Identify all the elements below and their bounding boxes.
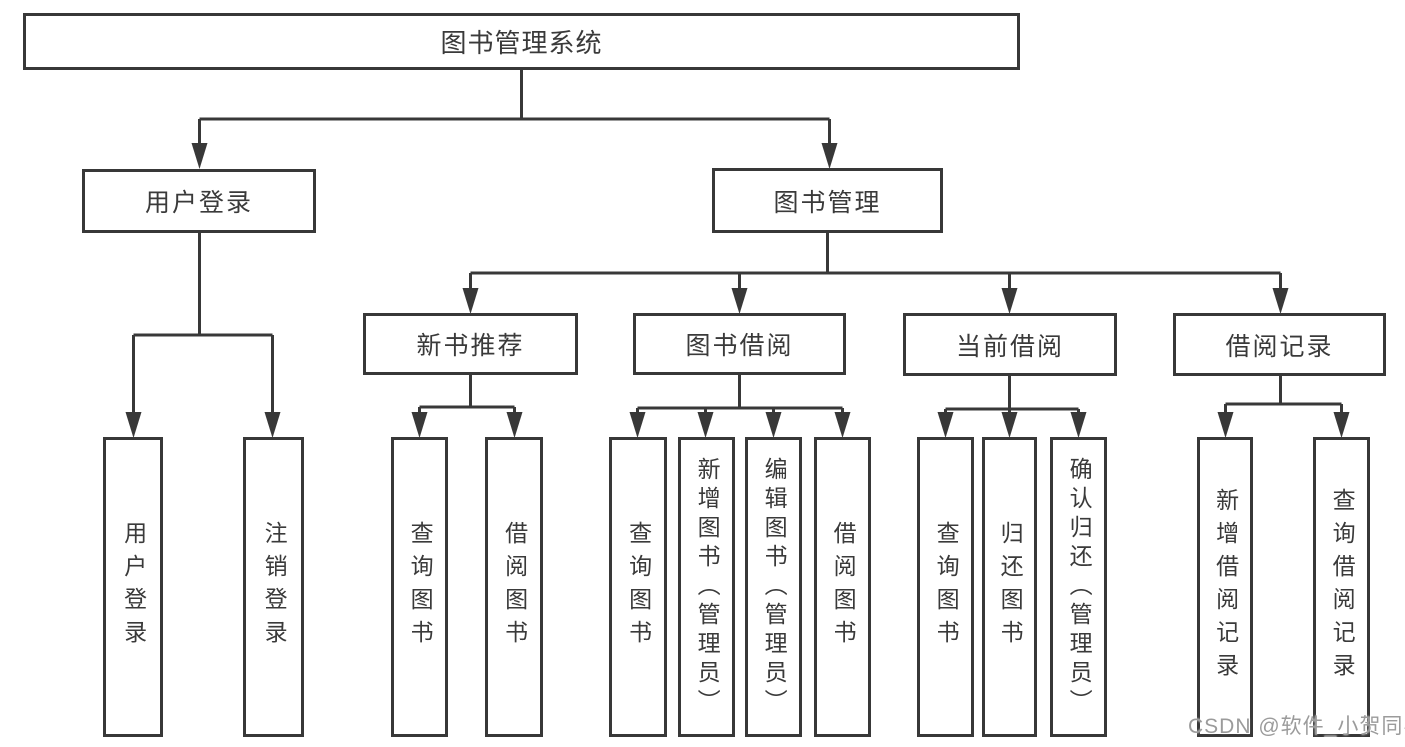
leaf-recommend-query-book: 查询图书 bbox=[391, 437, 448, 737]
leaf-borrow-add-book-admin: 新增图书（管理员） bbox=[678, 437, 735, 737]
leaf-user-login: 用户登录 bbox=[103, 437, 163, 737]
node-book-management: 图书管理 bbox=[712, 168, 943, 233]
node-new-book-recommend: 新书推荐 bbox=[363, 313, 578, 375]
leaf-record-query-borrow-record: 查询借阅记录 bbox=[1313, 437, 1370, 737]
leaf-recommend-borrow-book: 借阅图书 bbox=[485, 437, 543, 737]
node-user-login: 用户登录 bbox=[82, 169, 316, 233]
leaf-current-return-book: 归还图书 bbox=[982, 437, 1037, 737]
leaf-borrow-query-book: 查询图书 bbox=[609, 437, 667, 737]
leaf-borrow-borrow-book: 借阅图书 bbox=[814, 437, 871, 737]
node-current-borrow: 当前借阅 bbox=[903, 313, 1117, 376]
leaf-record-add-borrow-record: 新增借阅记录 bbox=[1197, 437, 1253, 737]
watermark-text: CSDN @软件_小贺同学 bbox=[1188, 715, 1405, 738]
node-book-borrow: 图书借阅 bbox=[633, 313, 846, 375]
node-root: 图书管理系统 bbox=[23, 13, 1020, 70]
leaf-borrow-edit-book-admin: 编辑图书（管理员） bbox=[745, 437, 802, 737]
leaf-current-confirm-return-admin: 确认归还（管理员） bbox=[1050, 437, 1107, 737]
node-borrow-record: 借阅记录 bbox=[1173, 313, 1386, 376]
leaf-current-query-book: 查询图书 bbox=[917, 437, 974, 737]
leaf-logout: 注销登录 bbox=[243, 437, 304, 737]
